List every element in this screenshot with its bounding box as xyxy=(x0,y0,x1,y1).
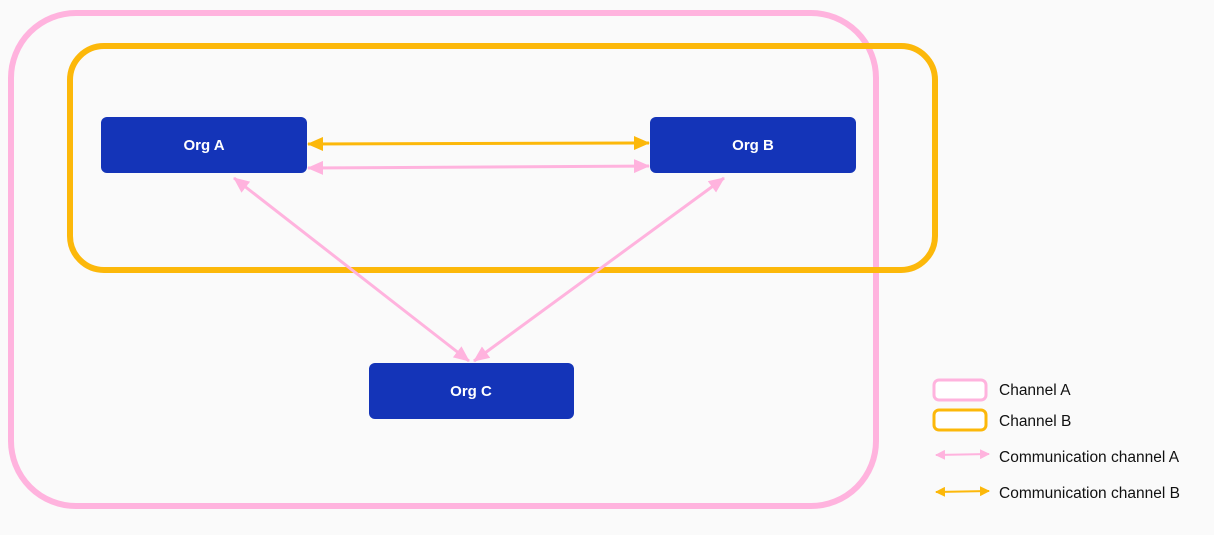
org-c-label: Org C xyxy=(450,383,492,400)
legend-arrow-comm-a xyxy=(935,449,990,460)
legend-label-comm-b: Communication channel B xyxy=(999,485,1180,502)
org-a-node[interactable]: Org A xyxy=(101,117,307,173)
comm-a-link-a-c xyxy=(233,176,470,363)
legend-swatch-channel-a xyxy=(932,378,988,402)
legend-arrow-comm-b xyxy=(935,486,990,497)
channel-a-boundary xyxy=(8,10,879,509)
legend-label-channel-a: Channel A xyxy=(999,382,1071,399)
org-b-label: Org B xyxy=(732,137,774,154)
legend-item-channel-a: Channel A xyxy=(932,378,1071,402)
legend: Channel A Channel B Communication channe… xyxy=(932,378,1180,502)
comm-a-link-a-b xyxy=(307,159,650,175)
comm-b-link-a-b xyxy=(307,136,650,151)
legend-item-channel-b: Channel B xyxy=(932,408,1071,432)
legend-swatch-channel-b xyxy=(932,408,988,432)
legend-item-comm-b: Communication channel B xyxy=(935,485,1180,502)
legend-item-comm-a: Communication channel A xyxy=(935,449,1180,466)
legend-label-channel-b: Channel B xyxy=(999,413,1071,430)
org-a-label: Org A xyxy=(183,137,224,154)
legend-label-comm-a: Communication channel A xyxy=(999,449,1180,466)
org-b-node[interactable]: Org B xyxy=(650,117,856,173)
comm-a-link-b-c xyxy=(473,176,725,363)
org-c-node[interactable]: Org C xyxy=(369,363,574,419)
